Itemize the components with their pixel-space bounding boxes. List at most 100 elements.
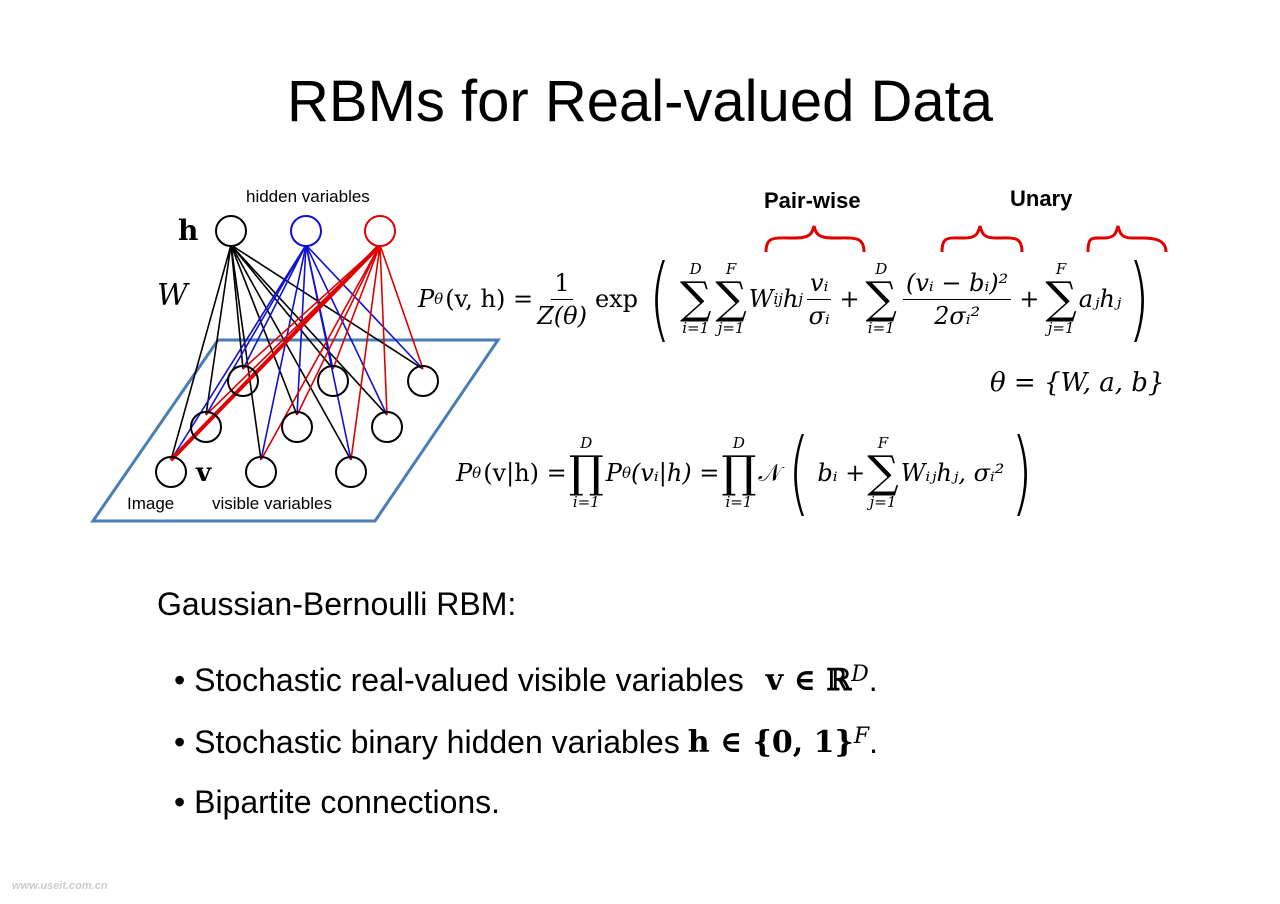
hidden-unit [364, 215, 396, 247]
sigma: ∑ [865, 273, 897, 324]
pairwise-label: Pair-wise [764, 188, 861, 213]
bullet-sup: F [853, 724, 870, 749]
upper: F [725, 260, 737, 278]
lower: j=1 [1047, 319, 1075, 337]
connection-line [350, 244, 381, 461]
bullet-math: h ∈ {0, 1} [687, 725, 854, 760]
visible-unit [281, 411, 313, 443]
connection-line [230, 244, 262, 461]
product-2: D∏i=1 [721, 436, 756, 510]
sum-i: D∑i=1 [680, 262, 711, 336]
lower: i=1 [572, 493, 600, 511]
sum-j: F∑j=1 [715, 262, 746, 336]
sum-j-2: F∑j=1 [1045, 262, 1076, 336]
bullet-sup: D [851, 662, 869, 687]
lower: j=1 [869, 493, 897, 511]
sigma: ∑ [715, 273, 747, 324]
sigma: ∑ [867, 447, 899, 498]
visible-unit [407, 365, 439, 397]
upper: D [875, 260, 888, 278]
w-symbol: W [157, 278, 188, 313]
right-paren: ) [1128, 245, 1150, 352]
j-sub: j [798, 290, 804, 308]
denominator: σᵢ [808, 301, 830, 330]
left-paren: ( [649, 245, 671, 352]
weight-connections [169, 243, 424, 462]
sum-j: F∑j=1 [867, 436, 898, 510]
connection-line [230, 244, 352, 461]
braces [764, 225, 1168, 253]
connection-line [230, 244, 424, 370]
slide-title: RBMs for Real-valued Data [287, 69, 993, 134]
connection-line [205, 244, 307, 416]
bullet-end: . [869, 724, 878, 760]
visible-unit [190, 411, 222, 443]
bullet-text: • Bipartite connections. [174, 784, 501, 820]
eq2-lhs: (v|h) = [483, 459, 567, 487]
parameters: θ = {W, a, b} [990, 368, 1165, 398]
connection-line [379, 244, 388, 416]
sigma: ∑ [679, 273, 712, 324]
exp: exp [594, 285, 639, 313]
p-symbol: P [418, 285, 435, 313]
pi: ∏ [721, 447, 757, 498]
b-term: bᵢ + [817, 459, 866, 487]
hidden-unit [290, 215, 322, 247]
ij-sub: ij [773, 290, 783, 308]
unary-label: Unary [1010, 186, 1073, 211]
upper: D [732, 434, 745, 452]
numerator: (vᵢ − bᵢ)² [902, 269, 1012, 300]
eq1-lhs: (v, h) = [445, 285, 534, 313]
bullet-item: • Stochastic real-valued visible variabl… [174, 662, 878, 699]
pi: ∏ [568, 447, 604, 498]
product-1: D∏i=1 [569, 436, 604, 510]
visible-variables-label: visible variables [212, 494, 332, 513]
connection-line [169, 243, 382, 462]
upper: D [689, 260, 702, 278]
connection-line [260, 244, 381, 461]
denominator: Z(θ) [537, 301, 587, 330]
wh-sigma-term: Wᵢⱼhⱼ, σᵢ² [900, 459, 1005, 487]
p-symbol: P [605, 459, 622, 487]
visible-unit [245, 456, 277, 488]
visible-unit [371, 411, 403, 443]
upper: D [580, 434, 593, 452]
w-term: W [748, 285, 774, 313]
unary-brace-1 [940, 225, 1024, 253]
watermark: www.useit.com.cn [12, 880, 108, 892]
connection-line [305, 244, 388, 416]
lower: i=1 [682, 319, 710, 337]
bullet-math: v ∈ ℝ [765, 663, 852, 698]
plus: + [839, 285, 860, 313]
bullet-end: . [868, 662, 878, 698]
bullet-item: • Bipartite connections. [174, 784, 500, 821]
nodes [155, 215, 439, 488]
image-plane [90, 338, 501, 523]
pairwise-brace [764, 225, 866, 253]
numerator: 1 [551, 269, 573, 300]
connection-line [296, 244, 381, 416]
connection-line [230, 244, 334, 370]
upper: F [1055, 260, 1067, 278]
h-symbol: h [178, 214, 199, 247]
connection-line [379, 244, 424, 370]
right-paren: ) [1011, 419, 1034, 526]
connection-line [170, 244, 307, 461]
visible-unit [227, 365, 259, 397]
lower: j=1 [717, 319, 745, 337]
bullet-text: • Stochastic real-valued visible variabl… [174, 662, 744, 698]
theta-sub: θ [434, 290, 444, 308]
visible-unit [317, 365, 349, 397]
eq2-mid: (vᵢ|h) = [630, 459, 720, 487]
image-label: Image [127, 494, 175, 513]
a-h-term: aⱼhⱼ [1078, 285, 1122, 313]
theta-sub: θ [472, 464, 482, 482]
connection-line [205, 244, 232, 416]
connection-line [242, 244, 307, 370]
visible-unit [335, 456, 367, 488]
bullet-text: • Stochastic binary hidden variables [174, 724, 680, 760]
